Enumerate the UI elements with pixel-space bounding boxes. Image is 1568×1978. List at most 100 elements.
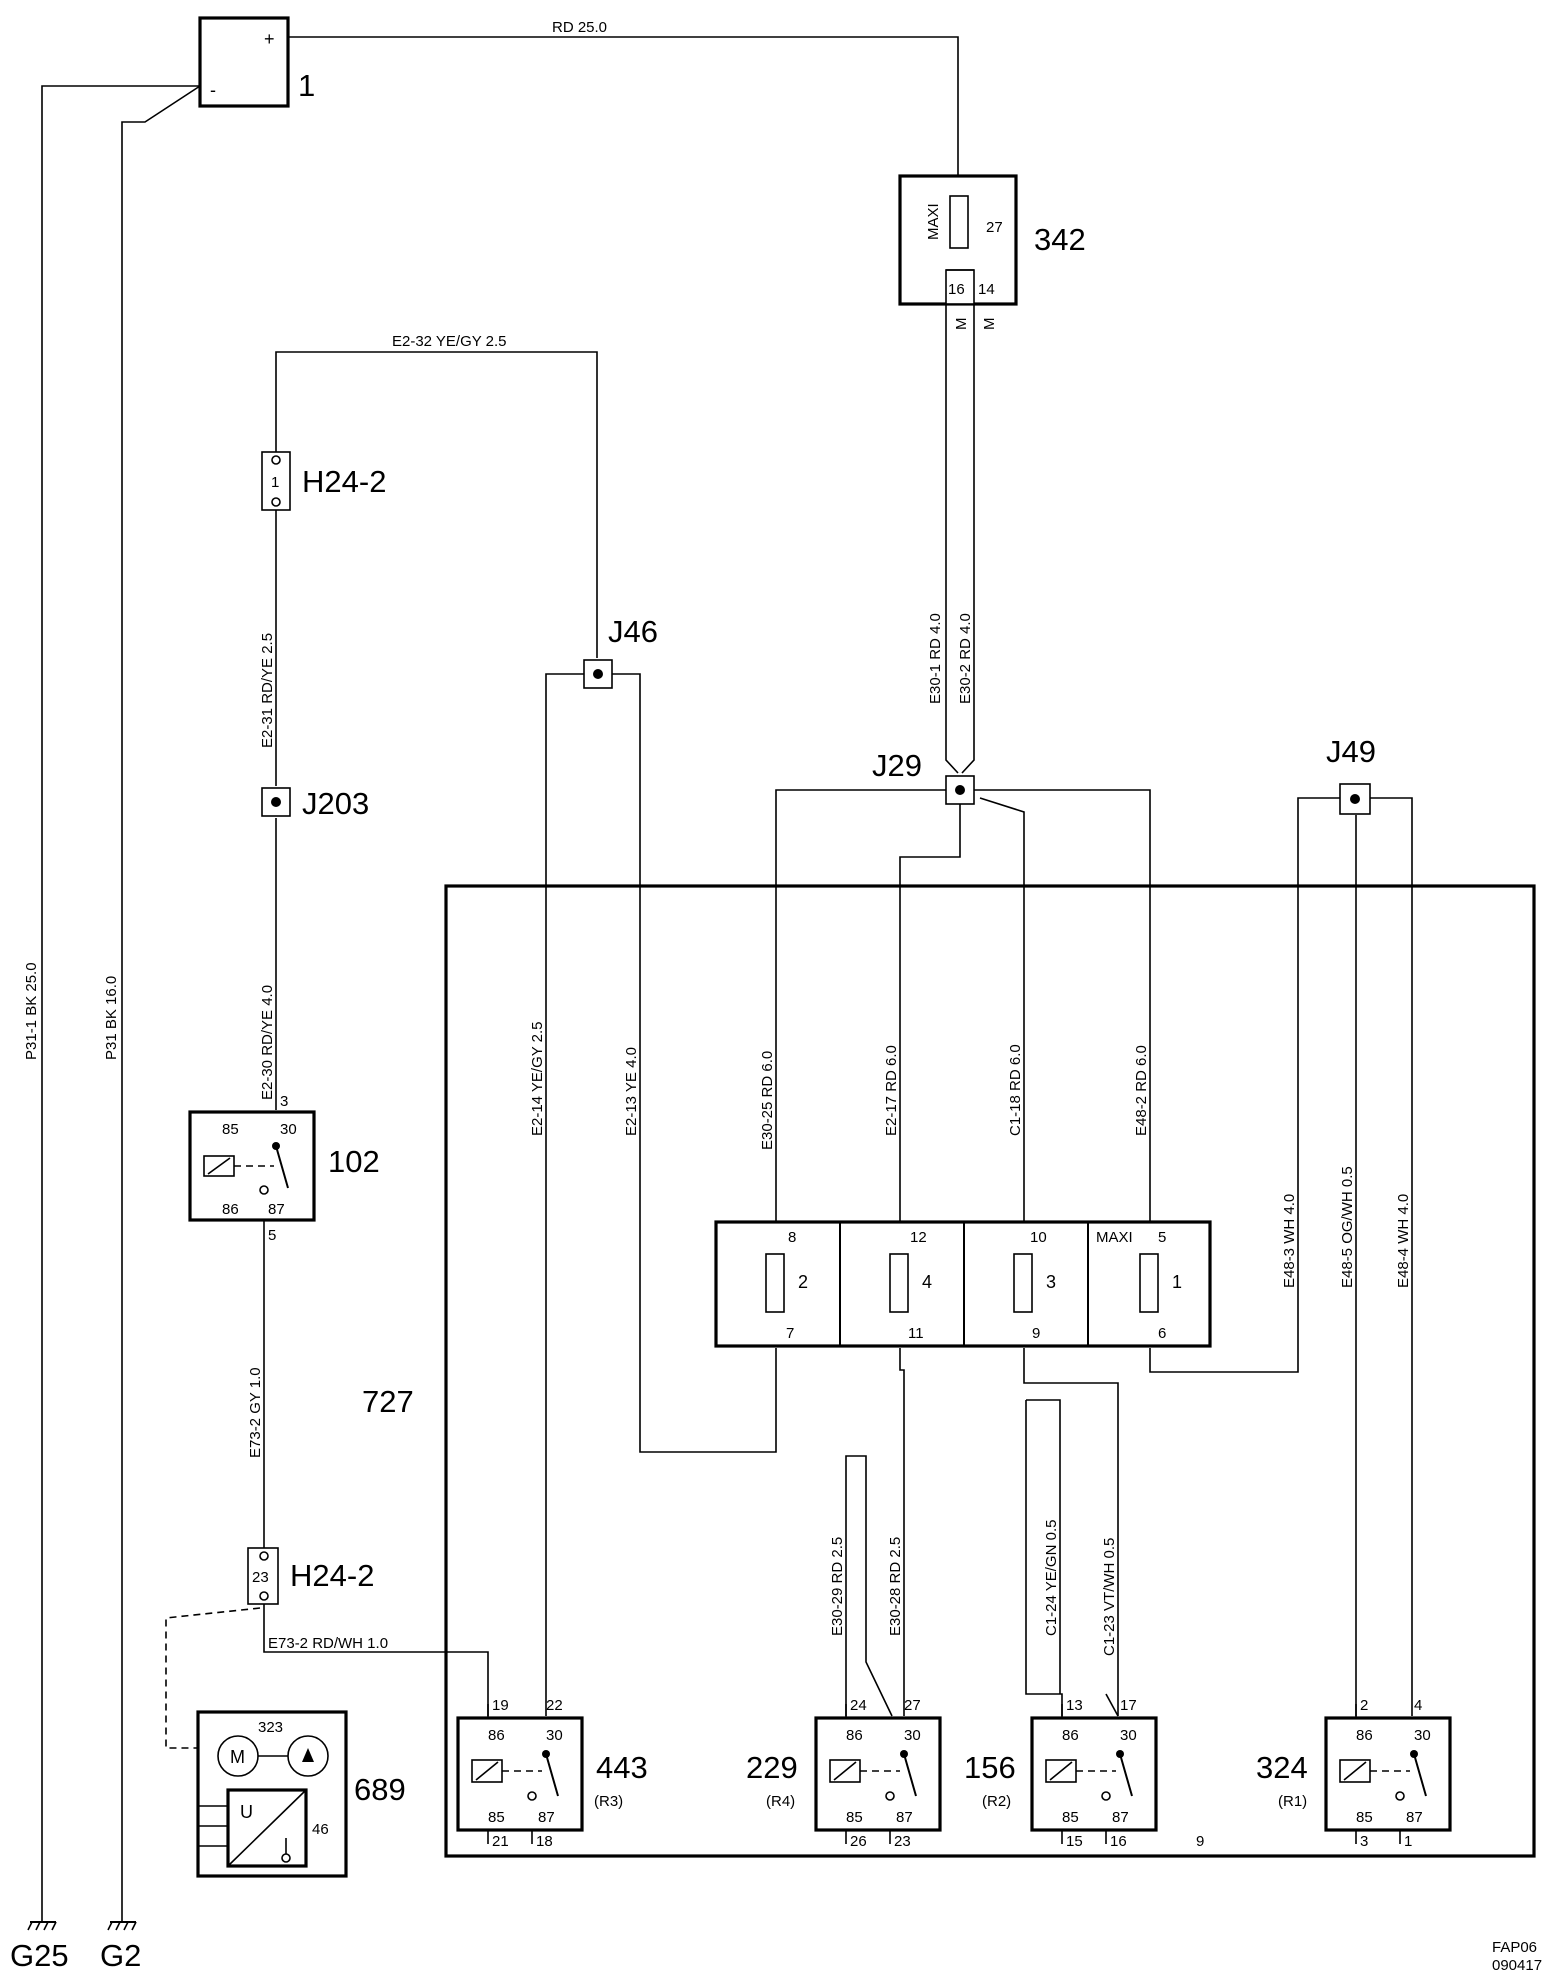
relay-102-pin-out: 5 (268, 1227, 276, 1244)
relay-box-727 (444, 884, 1536, 1858)
relay-102-pin-85: 85 (222, 1121, 239, 1138)
junction-j49: J49 (1326, 734, 1376, 815)
battery-minus-sign: - (210, 80, 216, 100)
battery-label: 1 (298, 68, 315, 103)
relay-324-pin-87: 87 (1406, 1809, 1423, 1826)
footer-date: 090417 (1492, 1957, 1542, 1974)
fuse-342-mark-a: M (953, 318, 970, 331)
wire-c1-24: C1-24 YE/GN 0.5 (1043, 1520, 1060, 1636)
fuse-2-number: 2 (798, 1272, 808, 1292)
wire-e30-29: E30-29 RD 2.5 (829, 1537, 846, 1636)
wire-c1-23: C1-23 VT/WH 0.5 (1101, 1538, 1118, 1656)
fuse-3-number: 3 (1046, 1272, 1056, 1292)
wire-e2-13: E2-13 YE 4.0 (623, 1047, 640, 1136)
ground-g2-label: G2 (100, 1938, 141, 1973)
wire-paths (41, 36, 1413, 1922)
relay-102: 85 30 86 87 3 5 102 (188, 1093, 380, 1244)
relay-443-conn-bottom-left: 21 (492, 1833, 509, 1850)
wire-e2-14: E2-14 YE/GY 2.5 (529, 1021, 546, 1136)
fuse-4-bottom-pin: 11 (908, 1325, 924, 1342)
relay-324-position: (R1) (1278, 1793, 1307, 1810)
connector-h24-top: 1 H24-2 (261, 451, 386, 511)
relay-229-conn-bottom-right: 23 (894, 1833, 911, 1850)
relay-box-pin-9: 9 (1196, 1833, 1204, 1850)
wire-p31-1: P31-1 BK 25.0 (23, 962, 40, 1060)
relay-156-conn-top-right: 17 (1120, 1697, 1137, 1714)
relay-156-conn-bottom-left: 15 (1066, 1833, 1083, 1850)
relay-102-pin-30: 30 (280, 1121, 297, 1138)
fuse-342-pin-16: 16 (948, 281, 965, 298)
wire-e48-3: E48-3 WH 4.0 (1281, 1194, 1298, 1288)
relay-156-conn-bottom-right: 16 (1110, 1833, 1127, 1850)
fuse-block: 8 2 7 12 4 11 10 3 9 MAXI 5 1 6 (714, 1220, 1212, 1348)
pump-module-label: 689 (354, 1772, 406, 1807)
ground-g25-label: G25 (10, 1938, 69, 1973)
fuse-342-pin-14: 14 (978, 281, 995, 298)
relay-324-pin-86: 86 (1356, 1727, 1373, 1744)
fuse-1-number: 1 (1172, 1272, 1182, 1292)
relay-229-pin-87: 87 (896, 1809, 913, 1826)
h24-top-label: H24-2 (302, 464, 386, 499)
fuse-1-bottom-pin: 6 (1158, 1325, 1166, 1342)
relay-102-label: 102 (328, 1144, 380, 1179)
wire-e30-25: E30-25 RD 6.0 (759, 1051, 776, 1150)
relay-box-label: 727 (362, 1384, 414, 1419)
junction-j29: J29 (872, 748, 975, 805)
fuse-1-top-pin: 5 (1158, 1229, 1166, 1246)
j46-label: J46 (608, 614, 658, 649)
wire-e30-1: E30-1 RD 4.0 (927, 613, 944, 704)
motor-symbol: M (230, 1747, 245, 1767)
pump-module-689: M 323 U 46 689 (196, 1710, 406, 1878)
wire-e2-31: E2-31 RD/YE 2.5 (259, 633, 276, 748)
wire-e2-32: E2-32 YE/GY 2.5 (392, 333, 507, 350)
h24-bottom-pin: 23 (252, 1569, 269, 1586)
relay-443-position: (R3) (594, 1793, 623, 1810)
relay-229-conn-bottom-left: 26 (850, 1833, 867, 1850)
connector-h24-bottom: 23 H24-2 (247, 1547, 374, 1605)
relay-443-conn-top-left: 19 (492, 1697, 509, 1714)
wire-e73-2-gy: E73-2 GY 1.0 (247, 1367, 264, 1458)
maxi-fuse-342: 27 MAXI 16 14 M M 342 (898, 174, 1086, 331)
fuse-2-top-pin: 8 (788, 1229, 796, 1246)
fuse-4-top-pin: 12 (910, 1229, 927, 1246)
wire-e30-28: E30-28 RD 2.5 (887, 1537, 904, 1636)
fuse-3-top-pin: 10 (1030, 1229, 1047, 1246)
relay-229-conn-top-left: 24 (850, 1697, 867, 1714)
relay-443-pin-30: 30 (546, 1727, 563, 1744)
relay-443-label: 443 (596, 1750, 648, 1785)
relay-102-pin-86: 86 (222, 1201, 239, 1218)
wire-e48-5: E48-5 OG/WH 0.5 (1339, 1166, 1356, 1288)
wire-e2-30: E2-30 RD/YE 4.0 (259, 985, 276, 1100)
relay-156-label: 156 (964, 1750, 1016, 1785)
h24-bottom-label: H24-2 (290, 1558, 374, 1593)
relay-324-conn-bottom-right: 1 (1404, 1833, 1412, 1850)
j29-label: J29 (872, 748, 922, 783)
wire-e48-2: E48-2 RD 6.0 (1133, 1045, 1150, 1136)
relay-102-pin-87: 87 (268, 1201, 285, 1218)
wire-battery-plus: RD 25.0 (552, 19, 607, 36)
relay-229-label: 229 (746, 1750, 798, 1785)
j49-label: J49 (1326, 734, 1376, 769)
junction-j203: J203 (261, 786, 369, 821)
relay-443-pin-86: 86 (488, 1727, 505, 1744)
relay-229-position: (R4) (766, 1793, 795, 1810)
relay-324-conn-top-left: 2 (1360, 1697, 1368, 1714)
relay-324-conn-top-right: 4 (1414, 1697, 1422, 1714)
relay-229-pin-85: 85 (846, 1809, 863, 1826)
wire-p31: P31 BK 16.0 (103, 976, 120, 1060)
relay-443-conn-top-right: 22 (546, 1697, 563, 1714)
j203-label: J203 (302, 786, 369, 821)
sender-id: 46 (312, 1821, 329, 1838)
relay-156-pin-30: 30 (1120, 1727, 1137, 1744)
relay-102-pin-in: 3 (280, 1093, 288, 1110)
motor-id: 323 (258, 1719, 283, 1736)
relay-229-conn-top-right: 27 (904, 1697, 921, 1714)
fuse-2-bottom-pin: 7 (786, 1325, 794, 1342)
footer-code: FAP06 (1492, 1939, 1537, 1956)
wire-e30-2: E30-2 RD 4.0 (957, 613, 974, 704)
